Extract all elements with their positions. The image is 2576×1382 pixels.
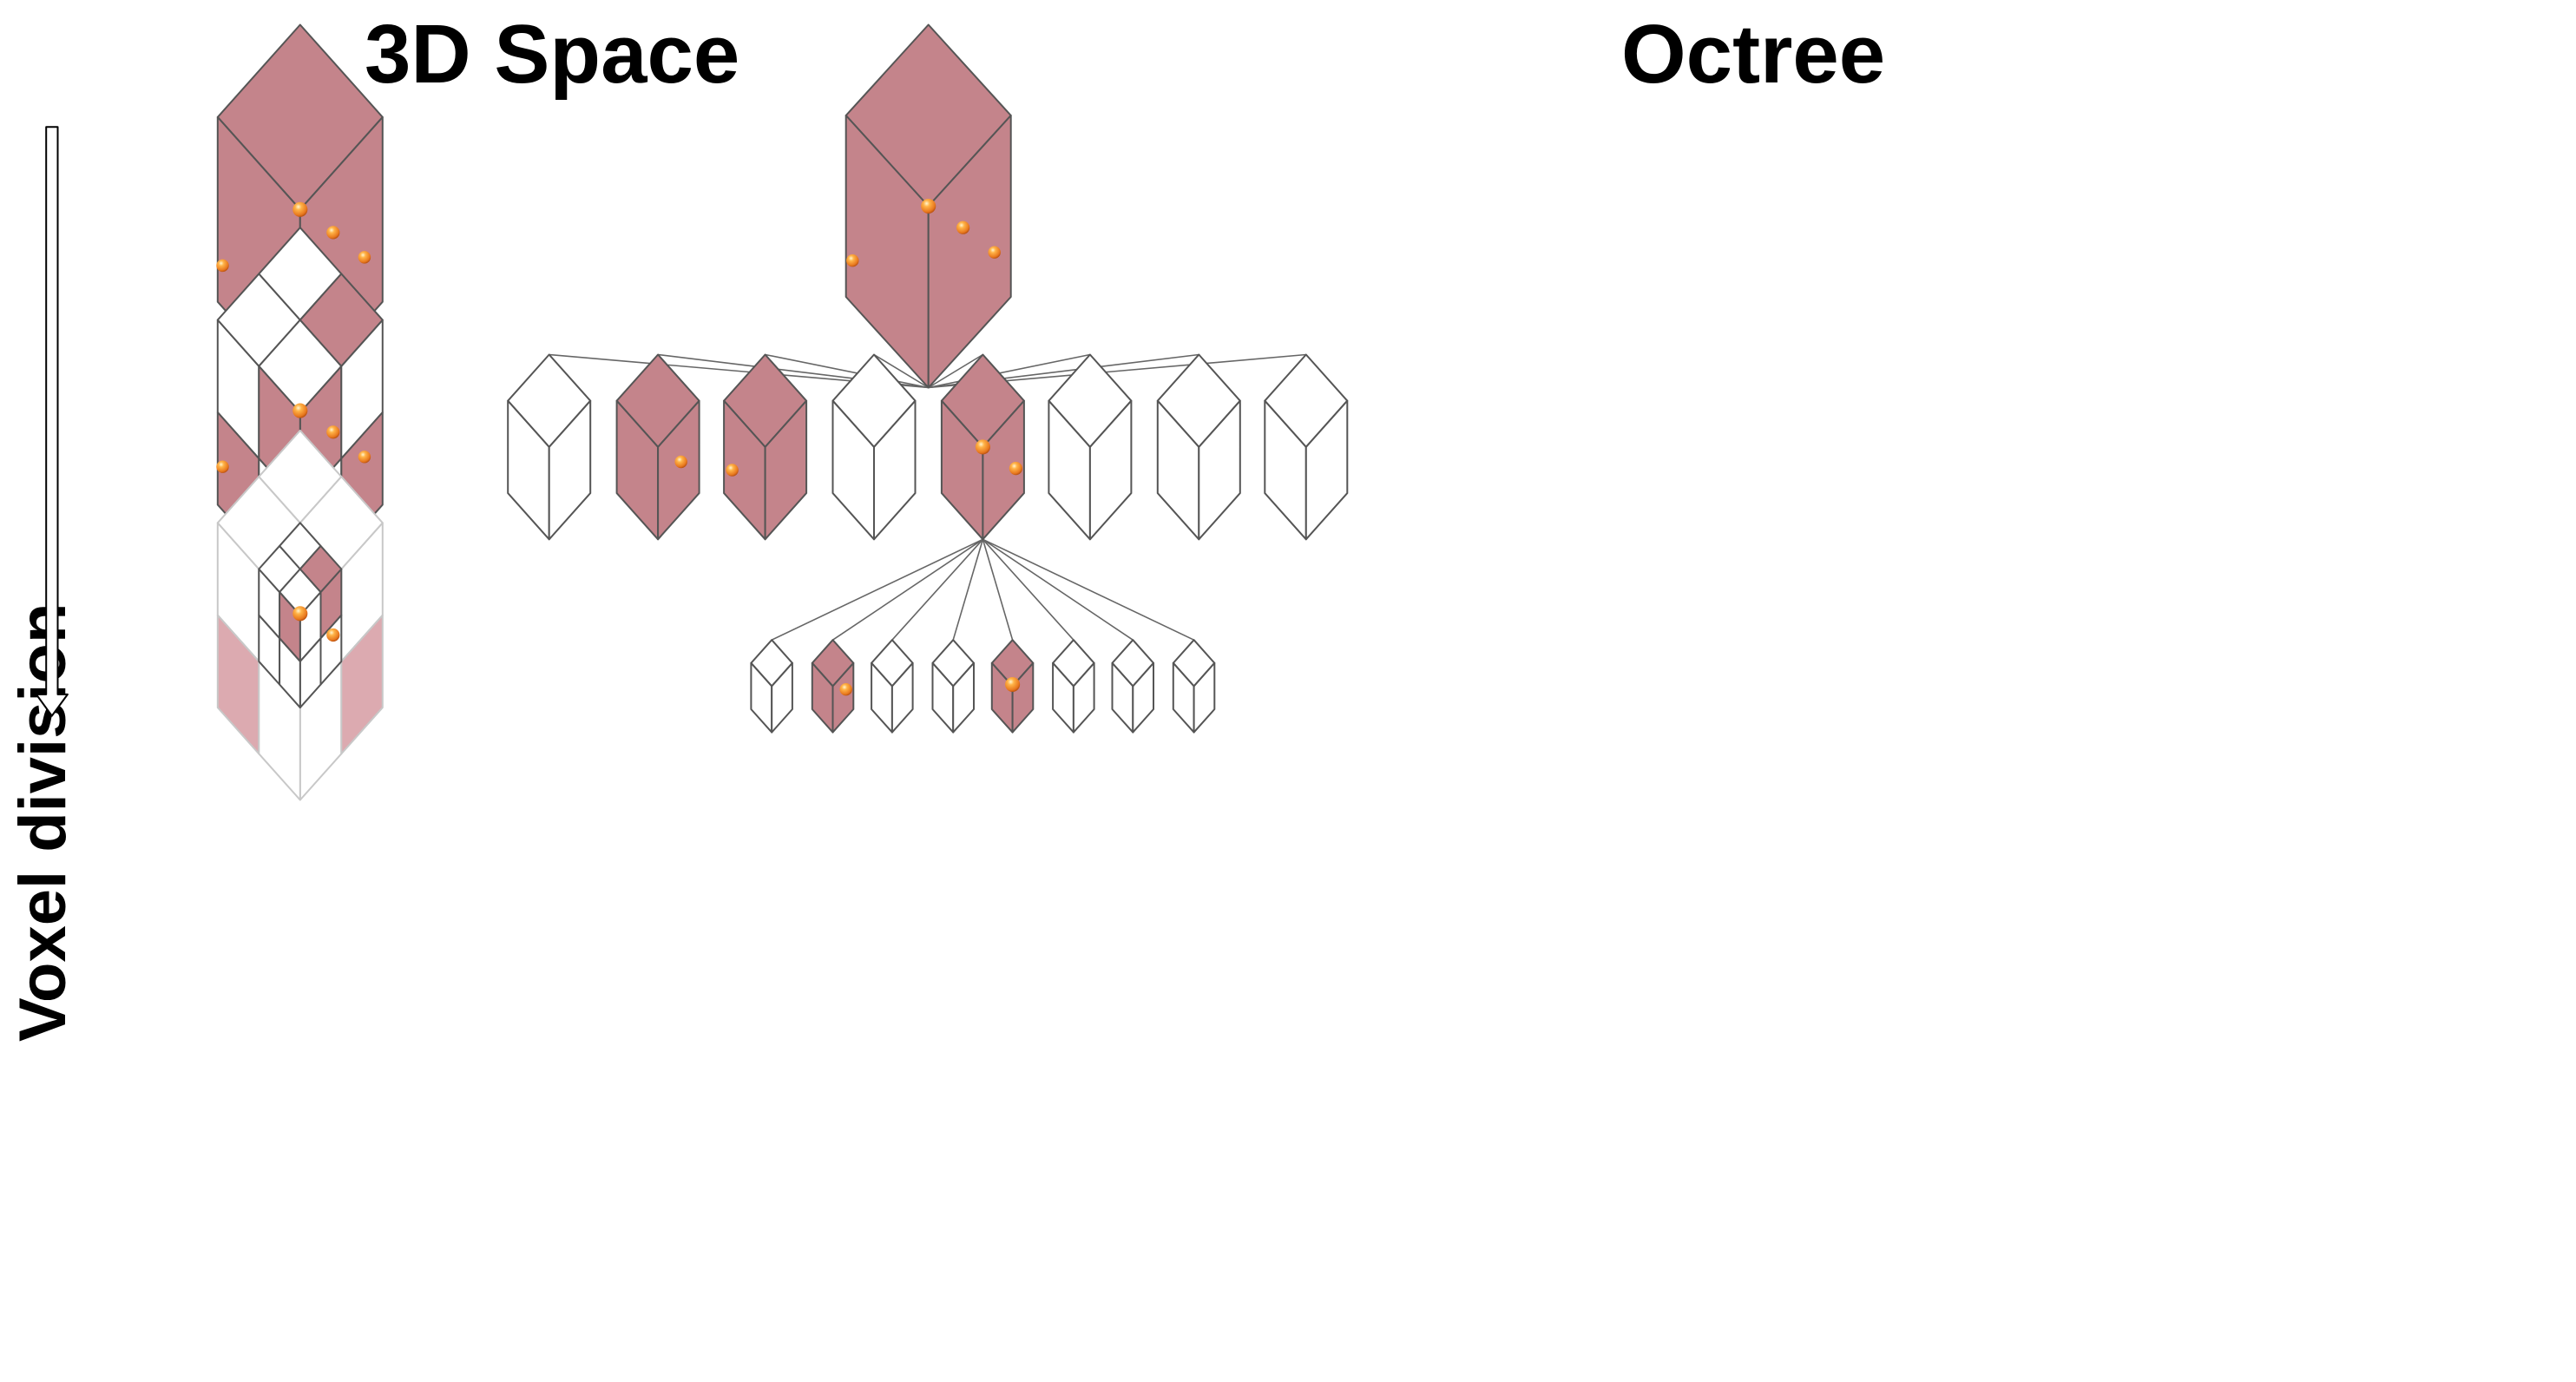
voxel-face-left xyxy=(279,637,301,709)
octree-panel-title: Octree xyxy=(1621,8,1886,101)
octree-link xyxy=(873,353,930,389)
cube-right-face xyxy=(927,115,1012,389)
octree-link xyxy=(982,538,1074,641)
octree-level2-node xyxy=(1052,639,1095,734)
octree-link xyxy=(928,353,983,389)
cube-right-face xyxy=(1193,661,1216,734)
octree-level2-node xyxy=(1172,639,1216,734)
cube-right-face xyxy=(1198,399,1241,541)
data-point xyxy=(292,606,308,622)
octree-level2-node xyxy=(811,639,855,734)
octree-level1-node xyxy=(1264,353,1349,541)
octree-level1-node xyxy=(507,353,592,541)
space-panel-title: 3D Space xyxy=(365,8,740,101)
data-point xyxy=(326,425,340,439)
data-point xyxy=(216,259,229,273)
data-point xyxy=(726,464,739,477)
voxel-face-right xyxy=(340,614,384,755)
cube-right-face xyxy=(831,661,855,734)
data-point xyxy=(839,682,852,696)
data-point xyxy=(358,451,371,464)
data-point xyxy=(358,251,371,264)
octree-root-node xyxy=(844,23,1012,389)
data-point xyxy=(921,198,936,214)
voxel-face-top xyxy=(299,273,384,367)
octree-level1-node xyxy=(831,353,917,541)
octree-link xyxy=(982,538,1194,641)
octree-link xyxy=(771,538,983,641)
octree-link xyxy=(832,538,983,641)
data-point xyxy=(326,226,340,240)
cube-right-face xyxy=(873,399,917,541)
octree-level2-node xyxy=(871,639,914,734)
data-point xyxy=(292,403,308,418)
data-point xyxy=(975,439,990,455)
cube-right-face xyxy=(1088,399,1133,541)
data-point xyxy=(216,460,229,473)
data-point xyxy=(292,201,308,217)
cube-right-face xyxy=(1132,661,1154,734)
cube-right-face xyxy=(890,661,914,734)
data-point xyxy=(1009,462,1022,476)
octree-link xyxy=(928,353,1091,389)
data-point xyxy=(988,246,1001,259)
octree-link xyxy=(952,539,984,641)
voxel-face-top xyxy=(299,544,343,594)
cube-right-face xyxy=(764,399,808,541)
cube-right-face xyxy=(952,661,975,734)
octree-level1-node xyxy=(1156,353,1241,541)
octree-link xyxy=(982,539,1014,641)
cube-right-face xyxy=(771,661,793,734)
octree-level2-node xyxy=(931,639,975,734)
data-point xyxy=(956,220,970,234)
octree-links xyxy=(549,353,1306,641)
octree-link xyxy=(891,538,983,641)
octree-level1-node xyxy=(723,353,808,541)
data-point xyxy=(1005,676,1021,693)
octree-link xyxy=(765,353,929,389)
cube-right-face xyxy=(548,399,592,541)
cube-right-face xyxy=(657,399,700,541)
data-point xyxy=(846,253,859,267)
octree-level1-node xyxy=(1048,353,1133,541)
octree-level1-node xyxy=(615,353,700,541)
data-point xyxy=(674,455,687,469)
octree-level2-node xyxy=(1111,639,1154,734)
cube-right-face xyxy=(982,399,1025,541)
octree-link xyxy=(982,538,1134,641)
data-point xyxy=(326,628,340,642)
octree-level1-node xyxy=(940,353,1025,541)
diagram-shapes xyxy=(35,23,1349,801)
cube-right-face xyxy=(1304,399,1349,541)
cube-right-face xyxy=(1072,661,1095,734)
octree-level2-node xyxy=(750,639,793,734)
voxel-division-arrow xyxy=(35,126,69,717)
